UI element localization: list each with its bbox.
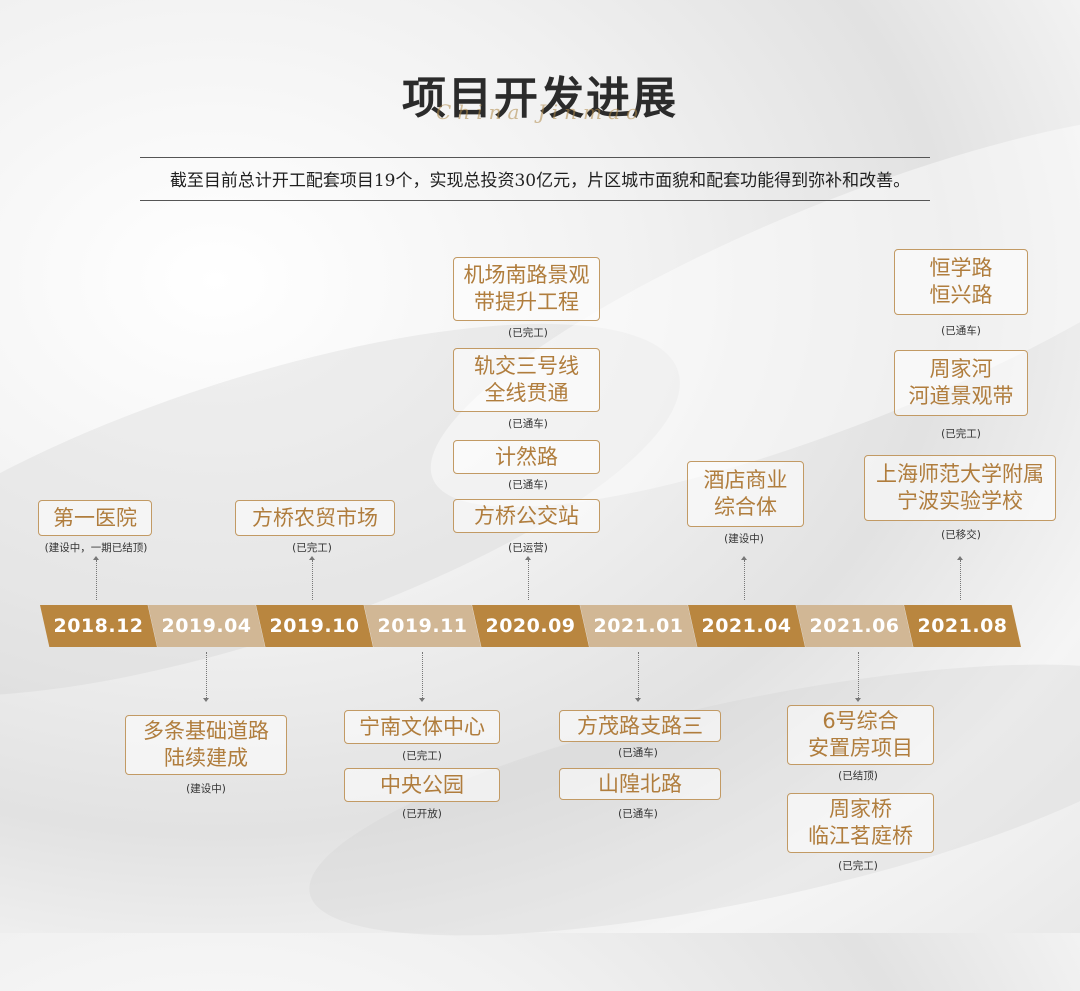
project-box: 方茂路支路三 bbox=[559, 710, 721, 742]
project-box: 计然路 bbox=[453, 440, 600, 474]
project-box: 机场南路景观 带提升工程 bbox=[453, 257, 600, 321]
project-box: 第一医院 bbox=[38, 500, 152, 536]
connector-line bbox=[93, 556, 99, 600]
timeline-segment: 2019.04 bbox=[148, 605, 265, 647]
timeline-segment: 2019.11 bbox=[364, 605, 481, 647]
project-status: (已开放) bbox=[402, 808, 442, 820]
project-status: (已完工) bbox=[838, 860, 878, 872]
project-status: (建设中) bbox=[186, 783, 226, 795]
project-box: 多条基础道路 陆续建成 bbox=[125, 715, 287, 775]
connector-line bbox=[309, 556, 315, 600]
connector-line bbox=[525, 556, 531, 600]
divider-bottom bbox=[140, 200, 930, 201]
timeline-segment: 2020.09 bbox=[472, 605, 589, 647]
project-status: (已通车) bbox=[941, 325, 981, 337]
connector-line bbox=[419, 652, 425, 702]
project-box: 轨交三号线 全线贯通 bbox=[453, 348, 600, 412]
project-box: 周家河 河道景观带 bbox=[894, 350, 1028, 416]
timeline-segment: 2019.10 bbox=[256, 605, 373, 647]
connector-line bbox=[855, 652, 861, 702]
project-box: 中央公园 bbox=[344, 768, 500, 802]
project-status: (已通车) bbox=[508, 418, 548, 430]
page-title: 项目开发进展 bbox=[402, 73, 678, 124]
project-box: 宁南文体中心 bbox=[344, 710, 500, 744]
timeline-segment: 2021.04 bbox=[688, 605, 805, 647]
project-box: 方桥公交站 bbox=[453, 499, 600, 533]
brand-script: China Jinmao bbox=[436, 100, 644, 124]
project-status: (已移交) bbox=[941, 529, 981, 541]
project-status: (已运营) bbox=[508, 542, 548, 554]
project-box: 方桥农贸市场 bbox=[235, 500, 395, 536]
connector-line bbox=[203, 652, 209, 702]
timeline-segment: 2018.12 bbox=[40, 605, 157, 647]
project-status: (建设中，一期已结顶) bbox=[44, 542, 148, 554]
connector-line bbox=[635, 652, 641, 702]
project-status: (已结顶) bbox=[838, 770, 878, 782]
divider-top bbox=[140, 157, 930, 158]
project-box: 恒学路 恒兴路 bbox=[894, 249, 1028, 315]
connector-line bbox=[741, 556, 747, 600]
connector-line bbox=[957, 556, 963, 600]
project-box: 山隍北路 bbox=[559, 768, 721, 800]
page-subtitle: 截至目前总计开工配套项目19个，实现总投资30亿元，片区城市面貌和配套功能得到弥… bbox=[169, 171, 911, 191]
timeline-segment: 2021.08 bbox=[904, 605, 1021, 647]
project-status: (已完工) bbox=[508, 327, 548, 339]
project-status: (已完工) bbox=[292, 542, 332, 554]
timeline-segment: 2021.01 bbox=[580, 605, 697, 647]
project-box: 上海师范大学附属 宁波实验学校 bbox=[864, 455, 1056, 521]
project-box: 6号综合 安置房项目 bbox=[787, 705, 934, 765]
project-status: (已通车) bbox=[508, 479, 548, 491]
project-box: 周家桥 临江茗庭桥 bbox=[787, 793, 934, 853]
timeline-segment: 2021.06 bbox=[796, 605, 913, 647]
project-status: (已通车) bbox=[618, 808, 658, 820]
project-status: (已完工) bbox=[941, 428, 981, 440]
project-box: 酒店商业 综合体 bbox=[687, 461, 804, 527]
project-status: (已完工) bbox=[402, 750, 442, 762]
project-status: (建设中) bbox=[724, 533, 764, 545]
project-status: (已通车) bbox=[618, 747, 658, 759]
